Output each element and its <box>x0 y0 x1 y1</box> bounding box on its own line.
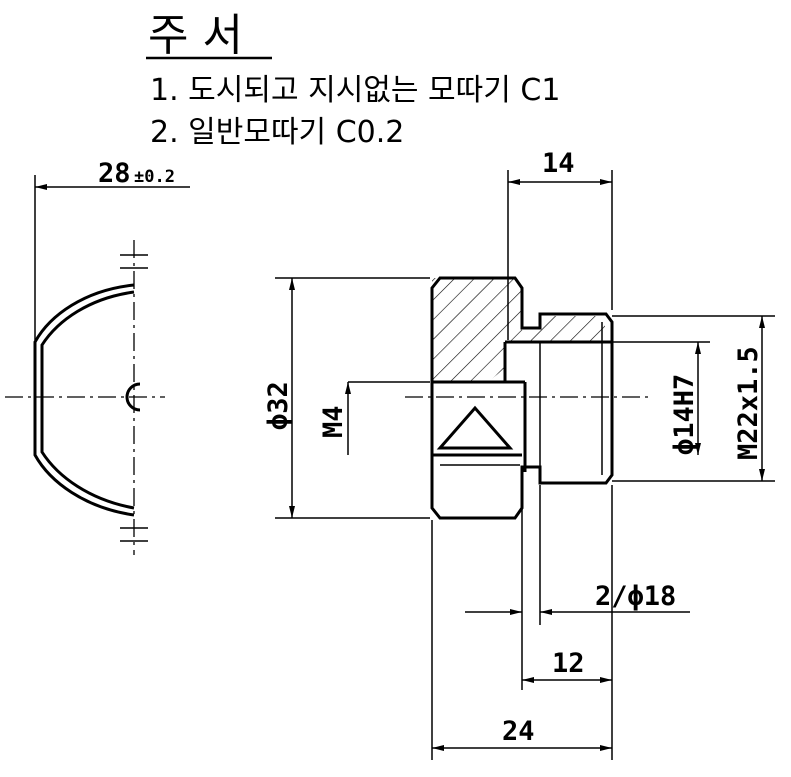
plug-outline <box>430 276 614 520</box>
note-line-2: 2. 일반모따기 C0.2 <box>150 115 404 150</box>
dim-14h7-label: ϕ14H7 <box>669 374 700 455</box>
dim-18-label: 2/ϕ18 <box>595 581 676 612</box>
dim-28-label: 28 <box>98 158 131 189</box>
notes-title: 주 서 <box>148 10 243 61</box>
dim-28-tolerance: ±0.2 <box>134 167 175 187</box>
side-view-hole <box>125 382 141 412</box>
side-view-outer-arc <box>33 283 135 517</box>
section-hatch <box>432 278 605 382</box>
dim-24-label: 24 <box>502 716 535 747</box>
dim-m22-label: M22x1.5 <box>733 346 764 460</box>
notes-block: 주 서 1. 도시되고 지시없는 모따기 C1 2. 일반모따기 C0.2 <box>146 10 560 150</box>
note-line-1: 1. 도시되고 지시없는 모따기 C1 <box>150 73 560 108</box>
dim-32-label: ϕ32 <box>263 381 294 430</box>
dim-14-label: 14 <box>542 148 575 179</box>
dim-12-label: 12 <box>552 648 585 679</box>
dim-m4-label: M4 <box>318 405 349 438</box>
section-view: 14 ϕ32 M4 ϕ14H7 M22x1.5 2/ϕ18 12 24 <box>263 148 775 760</box>
drill-point-cone <box>436 405 514 450</box>
side-view-inner-arc <box>40 290 135 510</box>
side-view: 28 ±0.2 <box>5 158 190 555</box>
